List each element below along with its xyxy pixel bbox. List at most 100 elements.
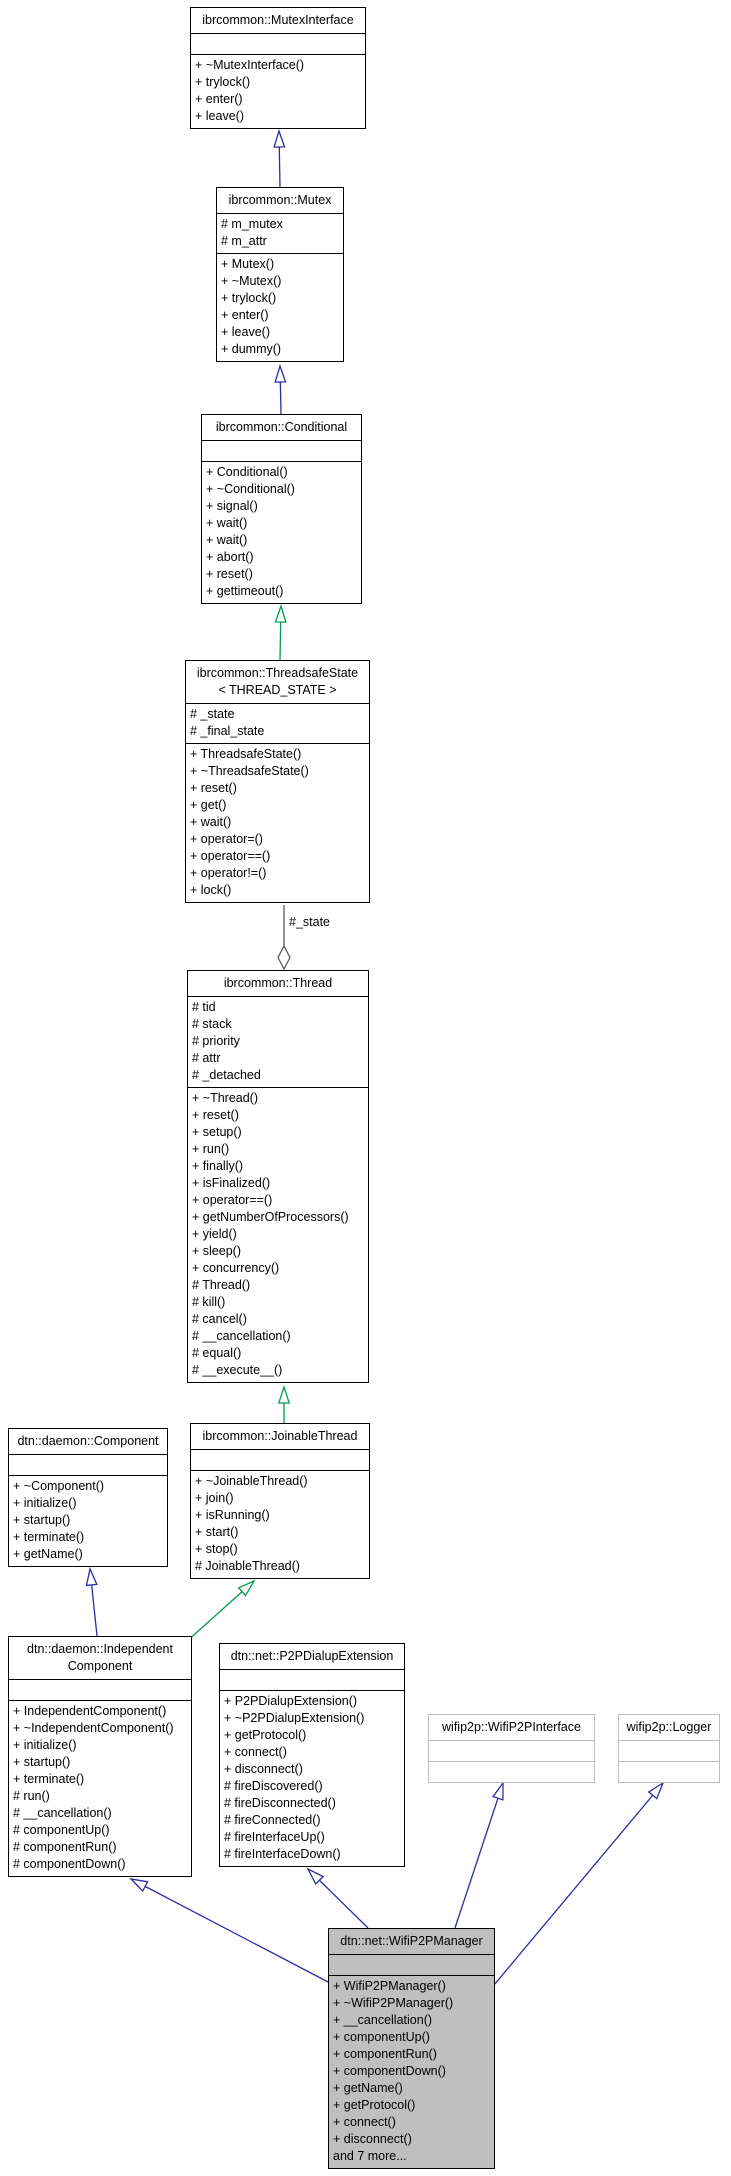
attributes-compartment (220, 1669, 404, 1690)
member-label: + operator==() (192, 1193, 273, 1207)
member-label: + IndependentComponent() (13, 1704, 167, 1718)
member-label: + sleep() (192, 1244, 241, 1258)
member-label: + terminate() (13, 1772, 85, 1786)
member-label: + startup() (13, 1755, 71, 1769)
member-label: + connect() (333, 2115, 396, 2129)
member-label: + getName() (333, 2081, 403, 2095)
member-label: + setup() (192, 1125, 242, 1139)
member-label: + wait() (206, 533, 248, 547)
member-label: + start() (195, 1525, 239, 1539)
member-label: + initialize() (13, 1738, 77, 1752)
member-label: + isFinalized() (192, 1176, 271, 1190)
member-label: + getProtocol() (224, 1728, 307, 1742)
class-box-threadsafestate[interactable]: ibrcommon::ThreadsafeState < THREAD_STAT… (185, 660, 370, 903)
member-label: + ~ThreadsafeState() (190, 764, 309, 778)
member-label: + initialize() (13, 1496, 77, 1510)
attributes-compartment (202, 440, 361, 461)
member-label: # priority (192, 1034, 240, 1048)
member-label: + ~MutexInterface() (195, 58, 305, 72)
attributes-compartment (9, 1679, 191, 1700)
member-label: # run() (13, 1789, 50, 1803)
member-label: # componentRun() (13, 1840, 117, 1854)
member-label: + operator!=() (190, 866, 267, 880)
class-title: ibrcommon::Thread (223, 976, 333, 990)
member-label: + dummy() (221, 342, 282, 356)
member-label: + wait() (190, 815, 232, 829)
class-box-wifip2pinterface: wifip2p::WifiP2PInterface (428, 1714, 595, 1783)
member-label: # __cancellation() (192, 1329, 291, 1343)
member-label: + get() (190, 798, 227, 812)
member-label: + gettimeout() (206, 584, 284, 598)
class-title: ibrcommon::MutexInterface (202, 13, 354, 27)
member-label: + ~Mutex() (221, 274, 282, 288)
member-label: + WifiP2PManager() (333, 1979, 446, 1993)
member-label: # attr (192, 1051, 221, 1065)
member-label: + disconnect() (224, 1762, 303, 1776)
class-box-conditional[interactable]: ibrcommon::Conditional + Conditional()+ … (201, 414, 362, 604)
member-label: # JoinableThread() (195, 1559, 300, 1573)
class-box-wifip2pmanager: dtn::net::WifiP2PManager + WifiP2PManage… (328, 1928, 495, 2169)
attributes-compartment (191, 1449, 369, 1470)
member-label: + reset() (192, 1108, 239, 1122)
member-label: + __cancellation() (333, 2013, 433, 2027)
member-label: # componentUp() (13, 1823, 110, 1837)
attributes-compartment: # m_mutex # m_attr (217, 213, 343, 253)
member-label: # m_mutex (221, 217, 283, 231)
member-label: + ~JoinableThread() (195, 1474, 308, 1488)
member-label: + trylock() (221, 291, 277, 305)
member-label: + concurrency() (192, 1261, 280, 1275)
class-box-joinablethread[interactable]: ibrcommon::JoinableThread + ~JoinableThr… (190, 1423, 370, 1579)
member-label: + leave() (195, 109, 244, 123)
member-label: # __execute__() (192, 1363, 283, 1377)
class-box-p2pdialupextension[interactable]: dtn::net::P2PDialupExtension + P2PDialup… (219, 1643, 405, 1867)
member-label: # m_attr (221, 234, 267, 248)
aggregation-diamond (277, 944, 291, 971)
methods-compartment: + ~Thread()+ reset()+ setup()+ run()+ fi… (188, 1087, 368, 1382)
member-label: + isRunning() (195, 1508, 270, 1522)
member-label: + componentUp() (333, 2030, 430, 2044)
member-label: + Mutex() (221, 257, 275, 271)
class-box-mutexinterface[interactable]: ibrcommon::MutexInterface + ~MutexInterf… (190, 7, 366, 129)
class-title: dtn::net::P2PDialupExtension (230, 1649, 394, 1663)
class-box-thread[interactable]: ibrcommon::Thread # tid# stack# priority… (187, 970, 369, 1383)
member-label: + ~WifiP2PManager() (333, 1996, 454, 2010)
member-label: # __cancellation() (13, 1806, 112, 1820)
member-label: + enter() (221, 308, 269, 322)
member-label: + startup() (13, 1513, 71, 1527)
attributes-compartment (9, 1454, 167, 1475)
attributes-compartment (429, 1740, 594, 1761)
class-box-independentcomponent[interactable]: dtn::daemon::Independent Component + Ind… (8, 1636, 192, 1877)
member-label: + componentRun() (333, 2047, 437, 2061)
member-label: + enter() (195, 92, 243, 106)
class-title: wifip2p::Logger (626, 1720, 712, 1734)
member-label: + ~Component() (13, 1479, 105, 1493)
member-label: + getNumberOfProcessors() (192, 1210, 349, 1224)
methods-compartment: + Mutex() + ~Mutex() + trylock() + enter() +… (217, 253, 343, 361)
member-label: # fireConnected() (224, 1813, 321, 1827)
member-label: + operator==() (190, 849, 271, 863)
member-label: + join() (195, 1491, 234, 1505)
methods-compartment: + P2PDialupExtension()+ ~P2PDialupExtens… (220, 1690, 404, 1866)
class-box-mutex[interactable]: ibrcommon::Mutex # m_mutex# m_attr + Mut… (216, 187, 344, 362)
member-label: + signal() (206, 499, 258, 513)
class-box-logger: wifip2p::Logger (618, 1714, 720, 1783)
class-box-component[interactable]: dtn::daemon::Component + ~Component()+ i… (8, 1428, 168, 1567)
member-label: + abort() (206, 550, 254, 564)
edge-wifip2pmanager-to-wifip2pinterface (454, 1783, 503, 1929)
edge-threadsafestate-to-conditional (280, 606, 281, 661)
member-label: # fireInterfaceDown() (224, 1847, 341, 1861)
member-label: + ~IndependentComponent() (13, 1721, 174, 1735)
attributes-compartment: # tid# stack# priority# attr# _detached (188, 996, 368, 1087)
member-label: + ThreadsafeState() (190, 747, 302, 761)
class-title: ibrcommon::Conditional (215, 420, 348, 434)
class-title: wifip2p::WifiP2PInterface (442, 1720, 581, 1734)
methods-compartment (619, 1761, 719, 1782)
class-title: ibrcommon::Mutex (228, 193, 332, 207)
member-label: # _final_state (190, 724, 265, 738)
member-label: + reset() (190, 781, 237, 795)
edge-wifip2pmanager-to-p2pdialupextension (308, 1869, 369, 1929)
methods-compartment: + ~MutexInterface()+ trylock()+ enter()+… (191, 54, 365, 128)
methods-compartment: + ThreadsafeState() + ~ThreadsafeState() +… (186, 743, 369, 902)
methods-compartment: + ~Component()+ initialize()+ startup()+… (9, 1475, 167, 1566)
